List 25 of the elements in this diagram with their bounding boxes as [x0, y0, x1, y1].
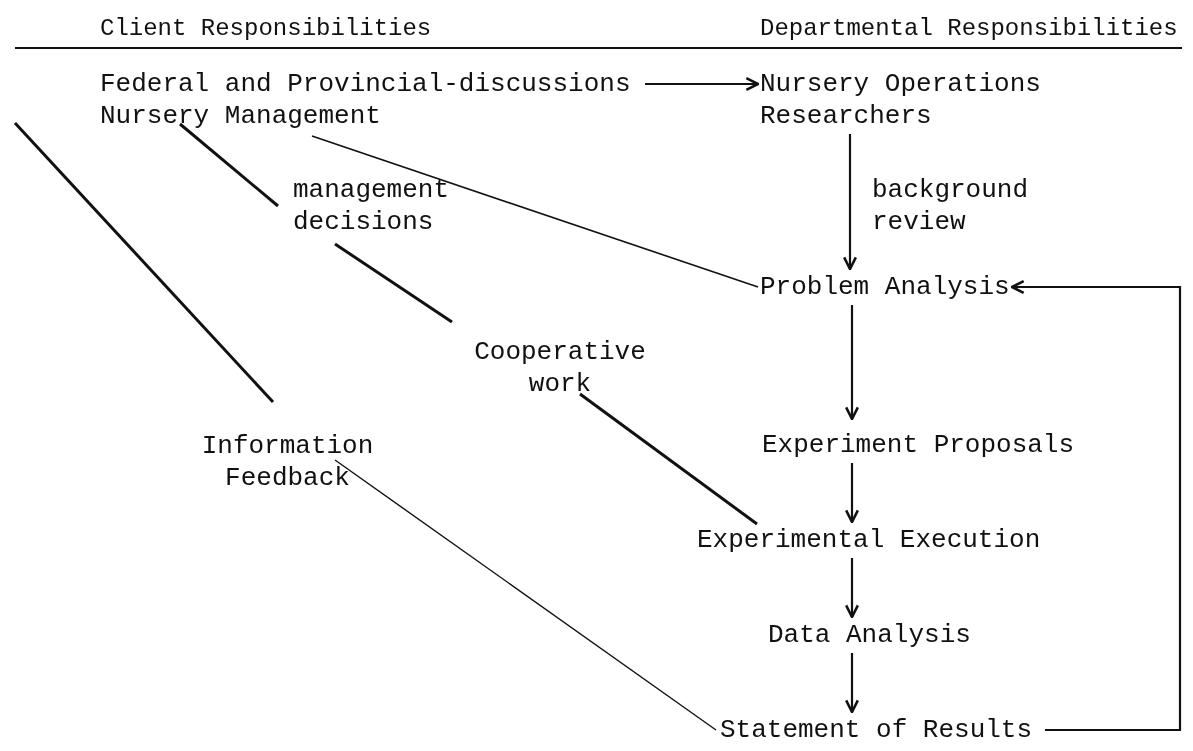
arrow: [844, 463, 860, 524]
node-label: Experiment Proposals: [762, 429, 1082, 461]
node-label: Statement of Results: [720, 714, 1042, 746]
connector-line: [579, 392, 758, 526]
connector-line: [334, 459, 717, 731]
connector-line: [13, 122, 275, 403]
node-label: Information Feedback: [200, 430, 375, 494]
node-label: Experimental Execution: [697, 524, 1047, 556]
node-label: Federal and Provincial-discussions Nursery Management: [100, 68, 645, 132]
connector-line: [311, 135, 759, 288]
connector-line: [334, 242, 453, 324]
arrow: [844, 558, 860, 619]
column-heading: Client Responsibilities: [100, 14, 432, 44]
connector-line: [179, 122, 279, 208]
arrow: [842, 134, 858, 271]
arrow: [1010, 279, 1182, 732]
node-label: Problem Analysis: [760, 271, 1012, 303]
node-label: Nursery Operations Researchers: [760, 68, 1060, 132]
arrow: [645, 76, 760, 92]
arrow: [844, 305, 860, 421]
node-label: Cooperative work: [470, 336, 650, 400]
node-label: Data Analysis: [768, 619, 978, 651]
node-label: management decisions: [293, 174, 463, 238]
column-heading: Departmental Responsibilities: [760, 14, 1178, 44]
arrow: [844, 653, 860, 714]
